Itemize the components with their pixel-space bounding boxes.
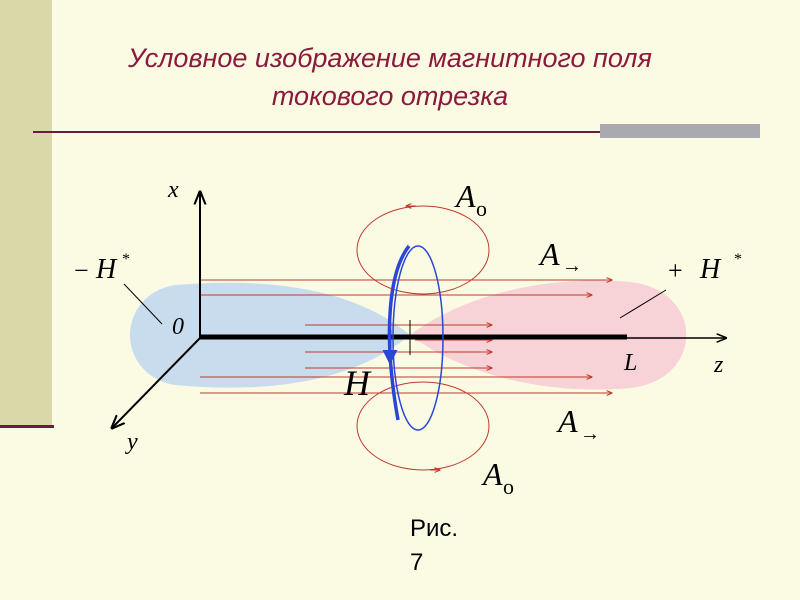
title-rule-bar [600,124,760,138]
a-zero-top-letter: A [456,178,476,214]
title-line-1: Условное изображение магнитного поля [128,43,652,73]
minus-h-star-sign: − [74,256,89,285]
field-circles [356,206,490,470]
plus-h-star-sup: * [734,251,742,268]
h-field-loop [382,244,444,431]
a-arrow-top-letter: A [540,236,560,272]
caption-line-1: Рис. [410,515,459,542]
minus-h-star-letter: H [96,254,117,285]
minus-h-star-pointer [123,283,163,325]
a-arrow-top-sub: → [562,255,582,277]
plus-h-star-letter: H [700,254,721,285]
a-zero-bottom-letter: A [483,456,503,492]
plus-h-star-pointer [619,289,667,319]
y-axis-label: y [127,429,138,455]
a-zero-bottom-sub: o [503,474,514,499]
plus-h-star-sign: + [668,256,683,285]
caption-line-2: 7 [410,549,424,576]
a-arrow-bottom-letter: A [558,403,578,439]
a-zero-top-sub: o [476,196,487,221]
sidebar-band [0,0,52,425]
sidebar-underline [0,425,54,428]
a-arrow-bottom-sub: → [580,423,600,445]
title-line-2: токового отрезка [271,81,509,111]
origin-label: 0 [172,314,184,340]
z-axis-label: z [714,352,724,378]
minus-h-star-sup: * [122,251,130,268]
length-label: L [624,350,638,376]
x-axis-label: x [168,177,179,203]
figure-caption: Рис. 7 [410,512,458,580]
y-axis [112,337,201,428]
field-label: H [344,363,370,403]
title-rule [33,131,601,133]
